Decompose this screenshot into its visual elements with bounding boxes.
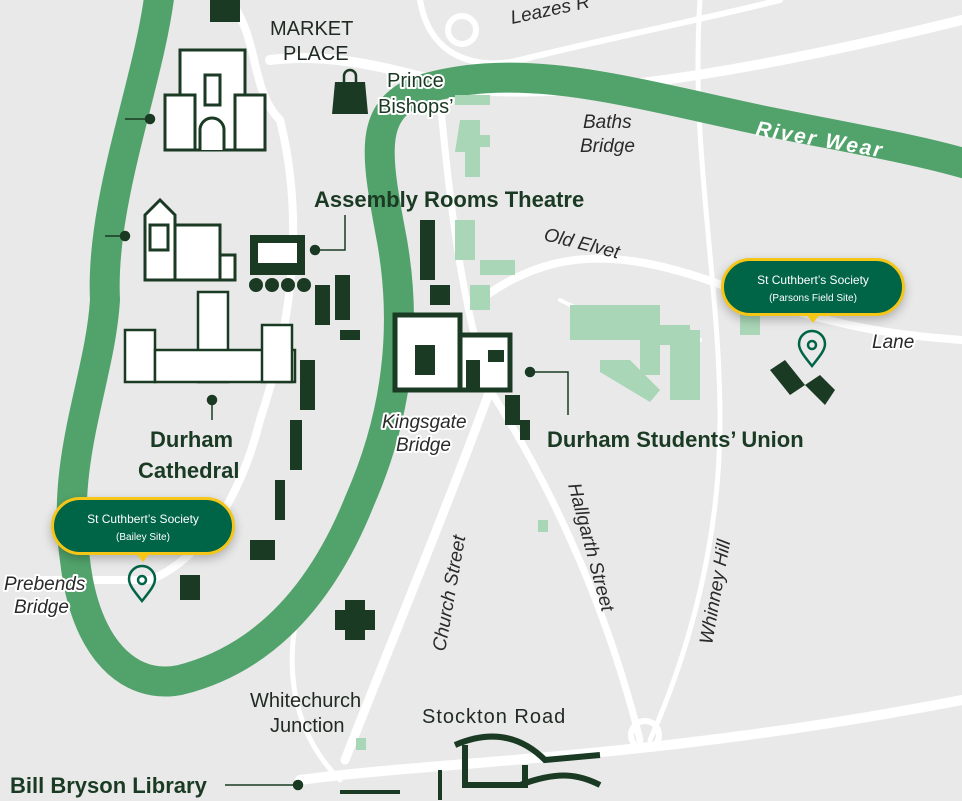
- callout-subtitle: (Bailey Site): [116, 532, 170, 543]
- leader-lines: [105, 113, 569, 791]
- label-prebends-bridge: Bridge: [14, 597, 69, 618]
- label-market-place: PLACE: [283, 43, 349, 65]
- map-pin-icon[interactable]: [797, 329, 827, 369]
- label-prince-bishops: Prince: [387, 70, 444, 92]
- label-baths-bridge: Bridge: [580, 136, 635, 157]
- dark-buildings: [180, 0, 835, 800]
- students-union-icon: [392, 312, 513, 393]
- label-durham-students-union: Durham Students’ Union: [547, 427, 804, 452]
- theatre-icon: [249, 235, 311, 292]
- label-prebends-bridge: Prebends: [4, 574, 86, 595]
- callout-subtitle: (Parsons Field Site): [769, 293, 857, 304]
- callout-st-cuthberts-bailey[interactable]: St Cuthbert’s Society (Bailey Site): [51, 497, 235, 562]
- label-bill-bryson-library: Bill Bryson Library: [10, 773, 208, 798]
- label-church-street: Church Street: [429, 533, 470, 653]
- callout-st-cuthberts-parsons-field[interactable]: St Cuthbert’s Society (Parsons Field Sit…: [721, 258, 905, 323]
- label-leazes-road: Leazes R: [509, 0, 592, 29]
- label-assembly-rooms-theatre: Assembly Rooms Theatre: [314, 187, 584, 212]
- map-pin-icon[interactable]: [127, 564, 157, 604]
- light-buildings: [356, 95, 760, 750]
- cathedral-icon: [123, 290, 297, 384]
- callout-title: St Cuthbert’s Society: [87, 512, 199, 526]
- label-whitechurch-junction: Junction: [270, 715, 345, 737]
- church-icon: [143, 197, 237, 282]
- label-prince-bishops: Bishops’: [378, 96, 454, 118]
- label-stockton-road: Stockton Road: [422, 706, 566, 728]
- label-durham-cathedral: Cathedral: [138, 458, 239, 483]
- label-lane: Lane: [872, 332, 914, 353]
- label-kingsgate-bridge: Bridge: [396, 435, 451, 456]
- callout-title: St Cuthbert’s Society: [757, 273, 869, 287]
- river-wear: [56, 0, 962, 697]
- label-baths-bridge: Baths: [583, 112, 632, 133]
- label-durham-cathedral: Durham: [150, 427, 233, 452]
- map-labels: MARKET PLACE Prince Bishops’ Leazes R Ba…: [2, 0, 916, 798]
- shopping-bag-icon: [332, 68, 368, 114]
- label-kingsgate-bridge: Kingsgate: [382, 412, 467, 433]
- castle-icon: [163, 48, 267, 152]
- library-icon: [453, 733, 602, 788]
- label-whitechurch-junction: Whitechurch: [250, 690, 361, 712]
- label-market-place: MARKET: [270, 18, 353, 40]
